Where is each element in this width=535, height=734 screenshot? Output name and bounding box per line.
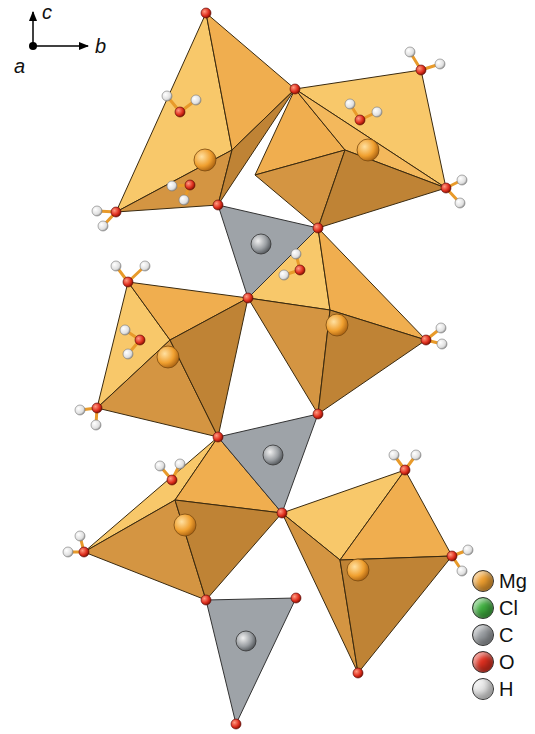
legend-entry: C	[472, 624, 513, 646]
legend-label: O	[499, 652, 515, 672]
legend-swatch	[472, 570, 494, 592]
legend-label: Mg	[499, 571, 527, 591]
legend-label: H	[499, 679, 513, 699]
legend-swatch	[472, 597, 494, 619]
axis-label: b	[95, 36, 106, 56]
legend-entry: Mg	[472, 570, 527, 592]
oxygen-atoms	[79, 8, 457, 729]
magnesium-atoms	[157, 139, 379, 581]
legend-entry: H	[472, 678, 513, 700]
axis-triad	[29, 12, 88, 50]
hydrogen-atoms	[63, 47, 473, 576]
legend-entry: Cl	[472, 597, 518, 619]
legend-swatch	[472, 651, 494, 673]
legend-swatch	[472, 678, 494, 700]
legend-label: Cl	[499, 598, 518, 618]
carbonate-triangles	[206, 205, 318, 724]
carbon-atoms	[236, 234, 283, 651]
axis-label: c	[42, 2, 52, 22]
water-bonds	[68, 52, 468, 571]
axis-label: a	[14, 56, 25, 76]
legend-swatch	[472, 624, 494, 646]
legend-entry: O	[472, 651, 515, 673]
legend-label: C	[499, 625, 513, 645]
octahedra	[84, 13, 452, 673]
